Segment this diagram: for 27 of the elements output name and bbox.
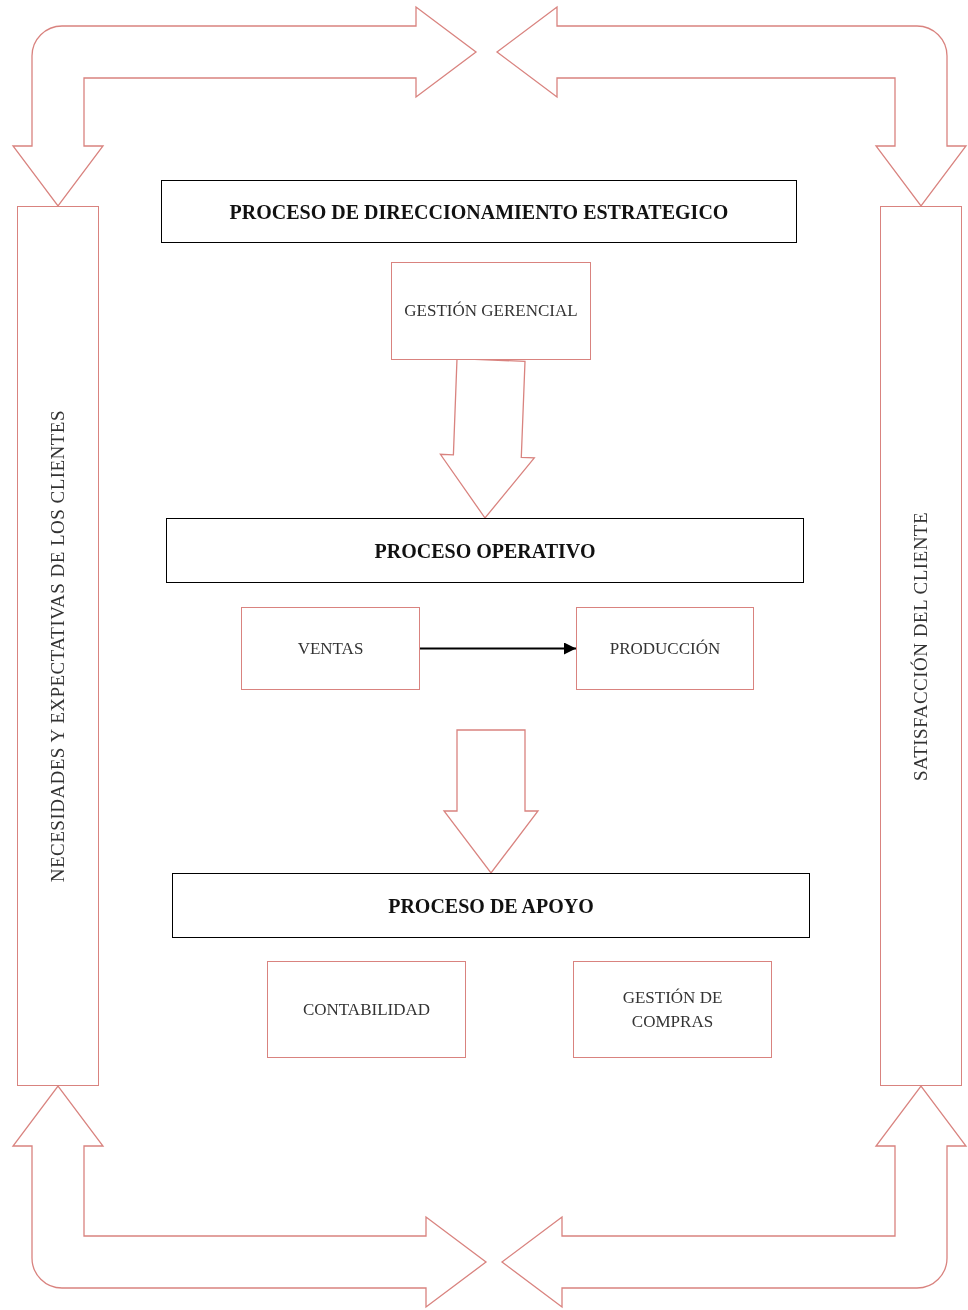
process-box xyxy=(267,961,466,1058)
process-box xyxy=(391,262,591,360)
section-title: PROCESO OPERATIVO xyxy=(374,538,596,564)
block-arrow xyxy=(496,6,967,207)
box-label: VENTAS xyxy=(297,637,364,660)
vertical-banner xyxy=(880,206,962,1086)
banner-label: NECESIDADES Y EXPECTATIVAS DE LOS CLIENTES xyxy=(46,409,69,883)
box-label: PRODUCCIÓN xyxy=(609,637,721,660)
process-box xyxy=(573,961,772,1058)
section-title: PROCESO DE APOYO xyxy=(388,893,594,919)
block-arrow xyxy=(439,358,536,520)
vertical-banner xyxy=(17,206,99,1086)
section-header-box xyxy=(172,873,810,938)
arrow xyxy=(419,642,577,655)
section-header-box xyxy=(166,518,804,583)
block-arrow xyxy=(442,729,540,875)
section-header-box xyxy=(161,180,797,243)
box-label: GESTIÓN DE COMPRAS xyxy=(621,986,724,1033)
block-arrow xyxy=(12,1085,487,1308)
block-arrow xyxy=(501,1085,967,1308)
box-label: CONTABILIDAD xyxy=(302,998,431,1021)
process-box xyxy=(241,607,420,690)
process-box xyxy=(576,607,754,690)
section-title: PROCESO DE DIRECCIONAMIENTO ESTRATEGICO xyxy=(229,199,729,225)
box-label: GESTIÓN GERENCIAL xyxy=(404,300,578,322)
banner-label: SATISFACCIÓN DEL CLIENTE xyxy=(909,511,932,781)
block-arrow xyxy=(12,6,477,207)
